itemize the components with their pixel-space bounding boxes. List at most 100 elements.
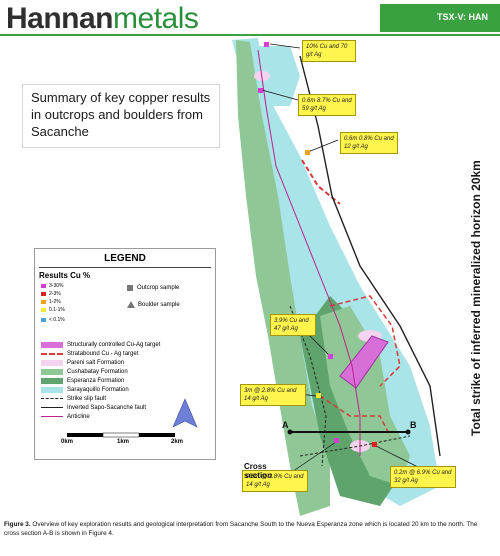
structural-swatch [41,341,63,348]
legend-divider [39,267,211,268]
ticker-text: TSX-V: HAN [436,12,488,22]
legend-strike-slip: Strike slip fault [41,395,106,402]
strike-slip-swatch [41,398,63,399]
grade-3-swatch [41,300,46,304]
strike-length-label: Total strike of inferred mineralized hor… [469,160,483,436]
logo-bold-text: Hannan [6,2,114,35]
grade-2-label: 2-3% [49,291,61,297]
grade-2-swatch [41,292,46,296]
result-callout-2: 0.6m 8.7% Cu and 59 g/t Ag [298,94,356,116]
inverted-fault-label: Inverted Sapo-Sacanche fault [67,404,147,411]
anticline-label: Anticline [67,413,90,420]
boulder-label: Boulder sample [138,301,180,308]
north-arrow-icon [172,398,198,428]
legend-unit-esperanza: Esperanza Formation [41,377,124,384]
grade-4-swatch [41,308,46,312]
scale-label-0: 0km [61,439,74,445]
stratabound-target-3 [319,395,391,437]
legend-unit-stratabound: Stratabound Cu - Ag target [41,350,138,357]
legend-unit-pareni: Pareni salt Formation [41,359,124,366]
sarayaquillo-swatch [41,386,63,393]
sample-marker-1 [264,42,269,47]
outcrop-square-icon [127,285,133,291]
legend-grade-1: 3-30% [41,283,63,289]
cross-section-b-point [405,429,411,435]
legend-boulder: Boulder sample [127,301,180,308]
pareni-label: Pareni salt Formation [67,359,125,366]
result-callout-3: 0.6m 0.8% Cu and 12 g/t Ag [340,132,398,154]
result-callout-1: 10% Cu and 70 g/t Ag [302,40,356,62]
structural-target [339,335,389,389]
stratabound-label: Stratabound Cu - Ag target [67,350,139,357]
sample-marker-4 [328,354,333,359]
legend-grade-3: 1-2% [41,299,61,305]
legend-grade-4: 0.1-1% [41,307,65,313]
ticker-badge: TSX-V: HAN [380,4,500,32]
legend-unit-sarayaquillo: Sarayaquillo Formation [41,386,129,393]
esperanza-swatch [41,377,63,384]
grade-3-label: 1-2% [49,299,61,305]
boulder-triangle-icon [127,301,135,308]
logo-light-text: metals [113,2,199,35]
map-drawing [232,38,441,516]
grade-4-label: 0.1-1% [49,307,65,313]
inverted-fault-swatch [41,407,63,408]
cushabatay-core [320,306,410,486]
scale-label-1: 1km [117,439,130,445]
cross-section-b-label: B [410,420,417,430]
cross-section-label: Cross section [244,462,272,480]
inverted-fault [299,55,441,457]
legend-grade-5: < 0.1% [41,317,65,323]
legend-title: LEGEND [104,253,146,264]
legend-unit-cushabatay: Cushabatay Formation [41,368,128,375]
figure-caption: Figure 3. Overview of key exploration re… [4,520,494,538]
result-callout-7: 0.2m @ 6.9% Cu and 32 g/t Ag [390,466,456,488]
structural-label: Structurally controlled Cu-Ag target [67,341,161,348]
cross-section-a-point [287,429,293,435]
outcrop-label: Outcrop sample [137,285,180,291]
callout-leader-7 [375,445,421,469]
cushabatay-label: Cushabatay Formation [67,368,128,375]
stratabound-target-2 [329,295,401,387]
grade-5-label: < 0.1% [49,317,65,323]
grade-5-swatch [41,318,46,322]
cross-section-label-line2: section [244,471,273,480]
map-title: Summary of key copper results in outcrop… [31,90,211,139]
sample-marker-5 [316,393,321,398]
map-title-box: Summary of key copper results in outcrop… [22,84,220,148]
pareni-swatch [41,359,63,366]
geology-map: Summary of key copper results in outcrop… [0,36,500,518]
cushabatay-area [236,40,330,516]
sample-marker-2 [258,88,263,93]
legend-results-label: Results Cu % [39,271,91,280]
callout-leader-2 [261,89,299,101]
legend-extras [67,398,198,438]
grade-1-label: 3-30% [49,283,64,289]
callout-leader-1 [269,43,301,49]
grade-1-swatch [41,284,46,288]
sarayaquillo-label: Sarayaquillo Formation [67,386,129,393]
result-callout-6: 0.8m @ 2.8% Cu and 14 g/t Ag [242,470,308,492]
figure-label: Figure 3. [4,521,31,528]
stratabound-swatch [41,352,63,355]
legend-grade-2: 2-3% [41,291,61,297]
map-legend: LEGEND Results Cu % 3-30% 2-3% 1-2% 0.1-… [34,248,216,460]
scale-bar [67,432,175,438]
sarayaquillo-area [232,38,440,506]
cross-section-a-label: A [282,420,289,430]
header-divider [0,34,500,36]
legend-inverted-fault: Inverted Sapo-Sacanche fault [41,404,146,411]
sample-marker-6 [334,438,339,443]
sample-marker-3 [305,150,310,155]
result-callout-5: 3m @ 2.8% Cu and 14 g/t Ag [240,384,306,406]
scale-label-2: 2km [171,439,184,445]
sample-marker-7 [372,442,377,447]
result-callout-4: 3.9% Cu and 47 g/t Ag [270,314,316,336]
legend-unit-structural: Structurally controlled Cu-Ag target [41,341,160,348]
strike-slip-label: Strike slip fault [67,395,107,402]
caption-text: Overview of key exploration results and … [4,521,478,537]
legend-outcrop: Outcrop sample [127,285,179,291]
esperanza-label: Esperanza Formation [67,377,125,384]
callout-leader-3 [307,139,339,153]
